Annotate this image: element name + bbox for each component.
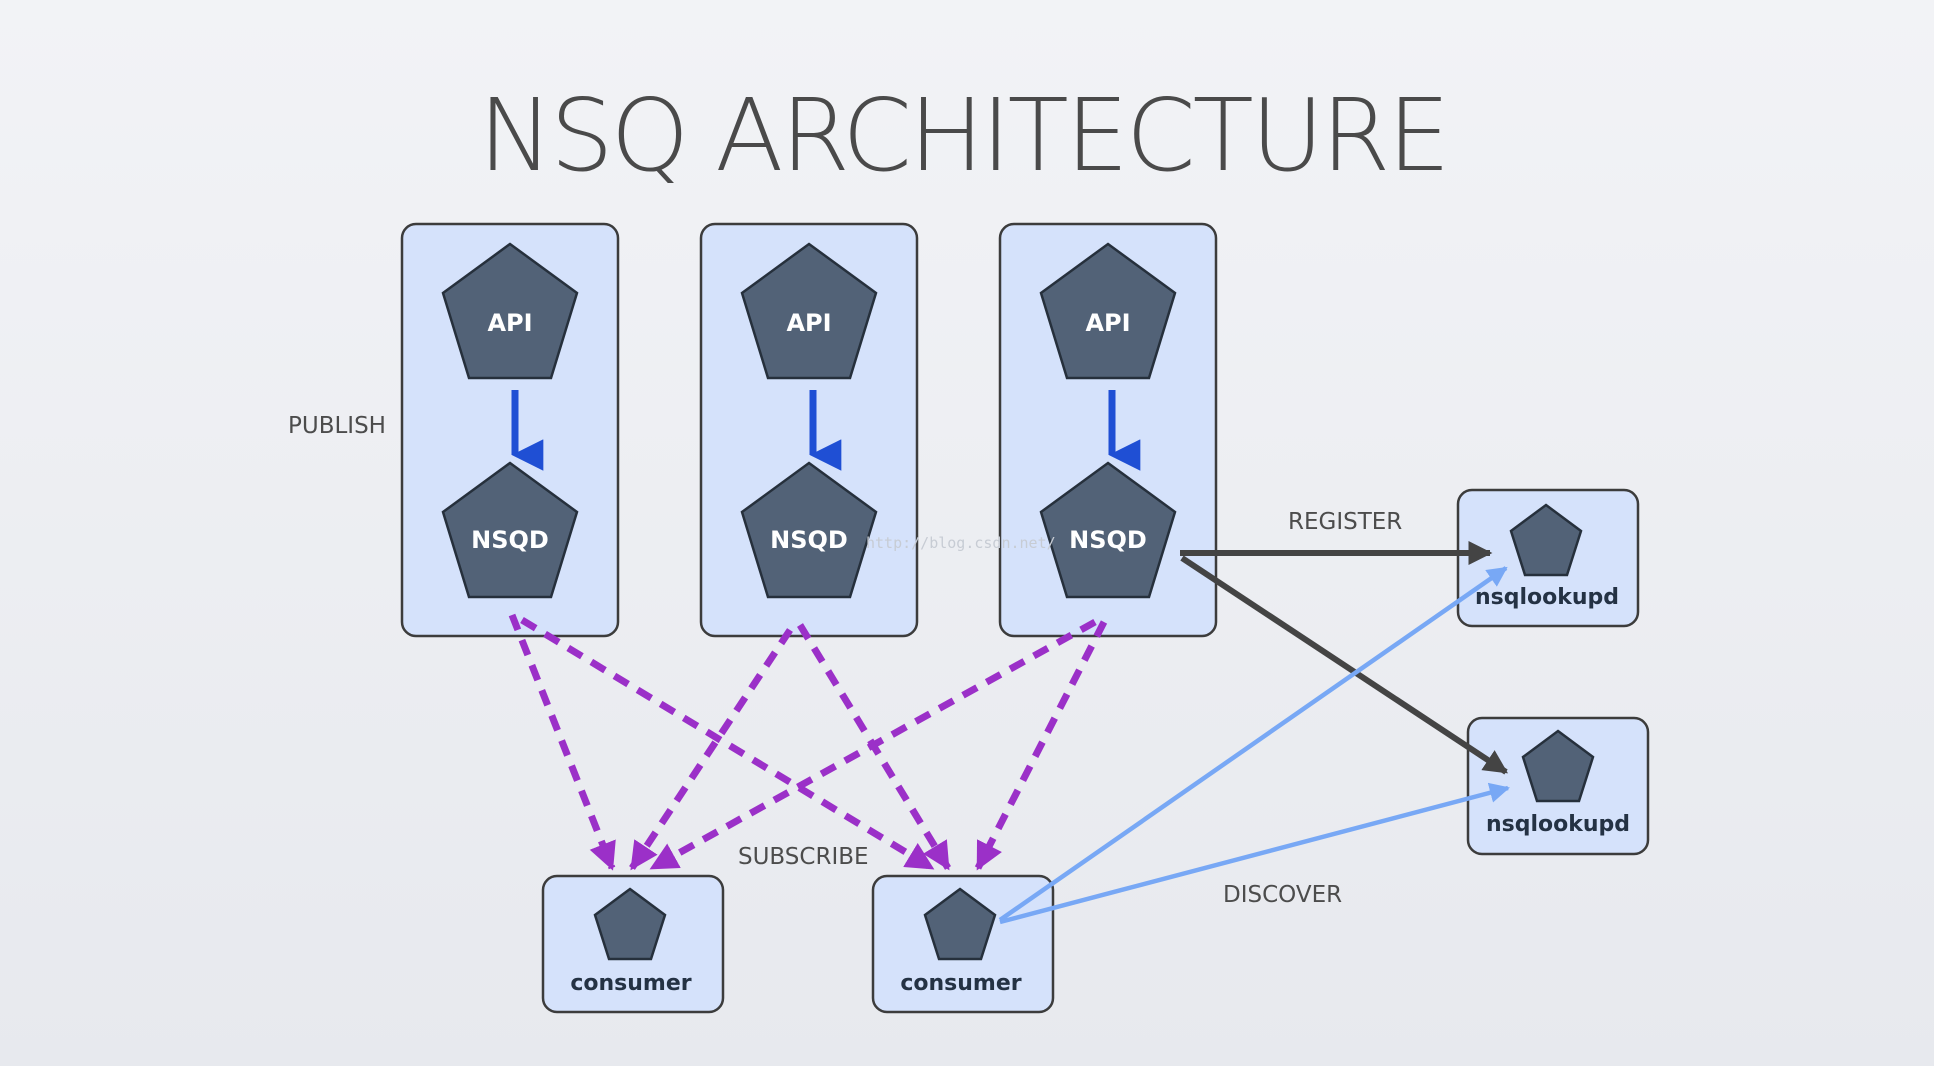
- register-arrow-2: [1180, 555, 1509, 775]
- discover-arrow-1: [998, 566, 1508, 922]
- watermark-text: http://blog.csdn.net/: [866, 534, 1056, 552]
- discover-arrow-2: [999, 782, 1510, 925]
- nsqd-node-label: NSQD: [1069, 526, 1147, 554]
- nsqlookupd-node-1: [1509, 503, 1583, 577]
- consumer-node-2: [923, 887, 997, 961]
- discover-label: DISCOVER: [1223, 882, 1342, 908]
- nsqd-node-label: NSQD: [770, 526, 848, 554]
- subscribe-arrow-1a: [508, 613, 616, 871]
- subscribe-arrow-3b: [974, 620, 1108, 871]
- register-label: REGISTER: [1288, 509, 1402, 535]
- nsqlookupd-label-2: nsqlookupd: [1486, 812, 1630, 837]
- nsqd-node-2: NSQD: [740, 461, 878, 599]
- nsqlookupd-label-1: nsqlookupd: [1475, 585, 1619, 610]
- subscribe-arrow-2a: [629, 628, 793, 871]
- consumer-node-1: [593, 887, 667, 961]
- consumer-label-1: consumer: [570, 971, 691, 996]
- subscribe-label: SUBSCRIBE: [738, 844, 869, 870]
- api-node-1: API: [441, 242, 579, 380]
- nsqd-node-1: NSQD: [441, 461, 579, 599]
- api-node-label: API: [1085, 309, 1130, 337]
- page-title: NSQ ARCHITECTURE: [478, 77, 1447, 194]
- nsqlookupd-node-2: [1521, 729, 1595, 803]
- api-node-label: API: [487, 309, 532, 337]
- publish-label: PUBLISH: [288, 413, 386, 439]
- subscribe-arrows: [508, 613, 1108, 872]
- nsqd-node-label: NSQD: [471, 526, 549, 554]
- nsqd-node-3: NSQD: [1039, 461, 1177, 599]
- subscribe-arrow-3a: [649, 618, 1097, 872]
- api-node-label: API: [786, 309, 831, 337]
- consumer-label-2: consumer: [900, 971, 1021, 996]
- api-node-2: API: [740, 242, 878, 380]
- api-node-3: API: [1039, 242, 1177, 380]
